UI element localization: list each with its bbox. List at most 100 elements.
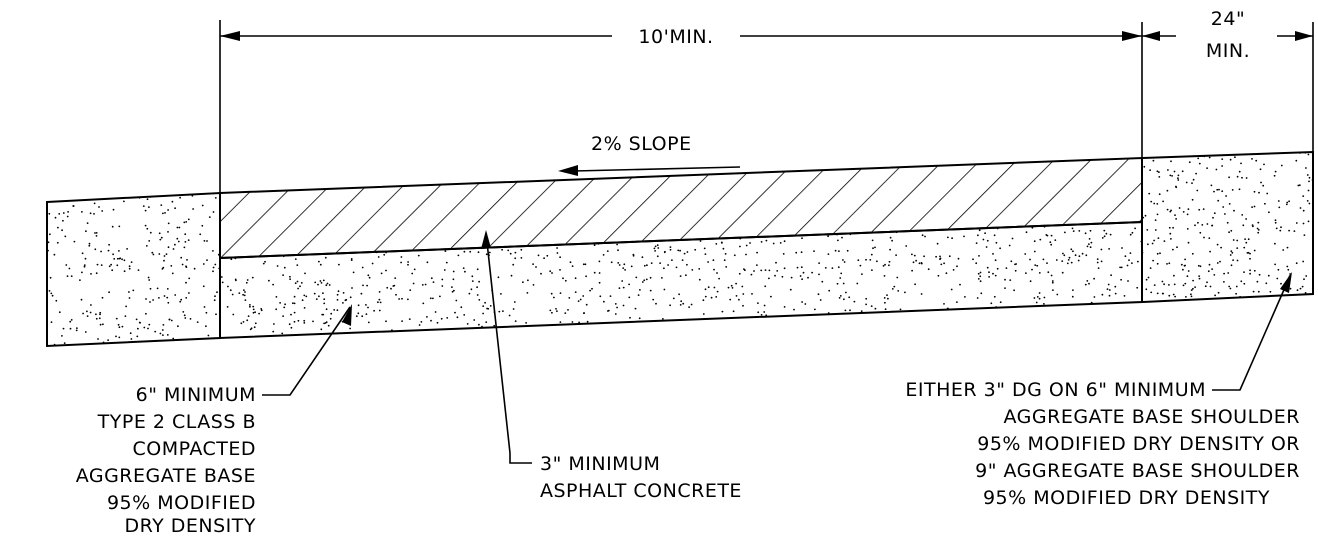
stipple-dot [775, 261, 777, 264]
stipple-dot [622, 286, 625, 289]
stipple-dot [95, 313, 97, 316]
stipple-dot [704, 295, 707, 298]
stipple-dot [148, 240, 151, 242]
stipple-dot [1236, 259, 1239, 262]
stipple-dot [1061, 260, 1064, 262]
stipple-dot [1093, 296, 1096, 298]
stipple-dot [1260, 181, 1262, 184]
stipple-dot [1249, 272, 1251, 275]
stipple-dot [1277, 268, 1280, 271]
stipple-dot [1236, 239, 1239, 242]
stipple-dot [1090, 241, 1093, 244]
stipple-dot [1226, 221, 1229, 224]
stipple-dot [1109, 233, 1112, 236]
stipple-dot [1070, 315, 1073, 318]
stipple-dot [81, 271, 83, 274]
stipple-dot [1186, 228, 1189, 230]
stipple-dot [749, 242, 751, 244]
stipple-dot [1240, 162, 1242, 165]
stipple-dot [984, 232, 986, 235]
stipple-dot [201, 204, 204, 207]
stipple-dot [1103, 235, 1106, 238]
stipple-dot [1212, 216, 1214, 219]
stipple-dot [772, 242, 775, 245]
stipple-dot [1105, 232, 1108, 235]
stipple-dot [466, 323, 469, 325]
stipple-dot [1268, 211, 1270, 214]
stipple-dot [1280, 282, 1282, 285]
stipple-dot [1273, 174, 1276, 177]
stipple-dot [1228, 231, 1230, 234]
stipple-dot [1156, 252, 1159, 255]
stipple-dot [163, 255, 166, 257]
stipple-dot [1061, 319, 1064, 321]
stipple-dot [1302, 209, 1305, 212]
stipple-dot [698, 268, 701, 270]
stipple-dot [147, 327, 149, 330]
stipple-dot [710, 296, 713, 299]
stipple-dot [187, 218, 190, 221]
stipple-dot [146, 198, 149, 201]
stipple-dot [345, 298, 348, 301]
stipple-dot [185, 281, 187, 284]
stipple-dot [206, 240, 208, 242]
stipple-dot [1175, 185, 1177, 188]
stipple-dot [1066, 262, 1069, 265]
stipple-dot [1181, 170, 1184, 173]
stipple-dot [94, 232, 96, 234]
stipple-dot [843, 261, 846, 263]
stipple-dot [609, 295, 612, 297]
stipple-dot [1224, 213, 1226, 215]
stipple-dot [1029, 258, 1031, 261]
stipple-dot [1061, 318, 1064, 321]
stipple-dot [83, 265, 86, 268]
stipple-dot [179, 196, 182, 199]
stipple-dot [968, 326, 971, 329]
shoulder-note-line: 95% MODIFIED DRY DENSITY [983, 487, 1270, 509]
stipple-dot [1070, 261, 1073, 264]
stipple-dot [897, 290, 900, 292]
stipple-dot [1241, 214, 1244, 216]
stipple-dot [69, 320, 72, 323]
stipple-dot [214, 295, 216, 298]
stipple-dot [1070, 248, 1073, 251]
stipple-dot [264, 260, 266, 263]
stipple-dot [145, 312, 147, 315]
stipple-dot [1056, 329, 1059, 332]
stipple-dot [1051, 313, 1054, 315]
stipple-dot [294, 282, 297, 285]
stipple-dot [1287, 268, 1290, 271]
stipple-dot [962, 320, 964, 323]
stipple-dot [836, 337, 838, 338]
stipple-dot [138, 193, 141, 195]
stipple-dot [649, 289, 652, 292]
stipple-dot [1233, 209, 1235, 212]
stipple-dot [137, 327, 139, 330]
stipple-dot [412, 334, 415, 336]
stipple-dot [1178, 207, 1181, 209]
stipple-dot [980, 292, 983, 295]
stipple-dot [654, 250, 656, 252]
stipple-dot [401, 297, 403, 300]
asphalt-concrete-layer [219, 156, 1143, 260]
stipple-dot [1088, 238, 1091, 240]
stipple-dot [745, 253, 747, 256]
stipple-dot [51, 294, 54, 297]
stipple-dot [1147, 276, 1150, 279]
stipple-dot [838, 250, 840, 253]
stipple-dot [1190, 295, 1193, 298]
stipple-dot [1228, 285, 1231, 288]
stipple-dot [661, 277, 663, 279]
stipple-dot [304, 272, 306, 275]
base-note-leader [262, 304, 352, 396]
stipple-dot [1182, 284, 1185, 287]
stipple-dot [1257, 221, 1260, 224]
stipple-dot [532, 263, 534, 265]
stipple-dot [121, 325, 124, 328]
stipple-dot [887, 297, 889, 300]
base-note-line: COMPACTED [132, 438, 256, 460]
stipple-dot [993, 234, 996, 237]
stipple-dot [1114, 317, 1116, 320]
stipple-dot [672, 297, 675, 300]
stipple-dot [513, 301, 516, 303]
